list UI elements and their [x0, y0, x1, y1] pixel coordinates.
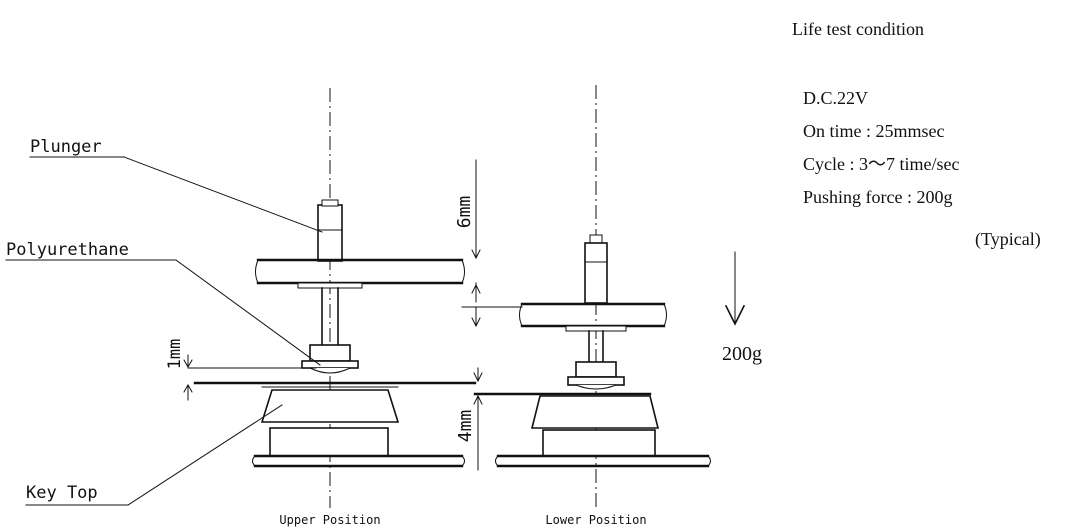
lower-frame-break-left	[519, 303, 523, 327]
dim-4mm-arrow-up	[473, 394, 483, 405]
upper-pad-bottom	[309, 367, 351, 374]
life-test-conditions: Life test condition D.C.22V On time : 25…	[792, 19, 1041, 250]
upper-frame-break-right	[461, 259, 465, 284]
conditions-pushing-force: Pushing force : 200g	[803, 187, 952, 207]
key-top-leader	[127, 404, 283, 506]
dim-4mm-arrow-down	[473, 372, 483, 383]
upper-position-caption: Upper Position	[279, 513, 380, 527]
lower-position-assembly	[473, 85, 711, 508]
upper-plunger-tip	[321, 199, 339, 207]
upper-position-assembly	[193, 88, 477, 508]
lower-plunger-head	[584, 242, 608, 304]
key-top-label: Key Top	[26, 483, 98, 503]
lower-nut	[575, 361, 617, 378]
conditions-cycle: Cycle : 3～7 time/sec	[803, 154, 959, 174]
polyurethane-leader	[175, 259, 321, 366]
leader-labels: Plunger Polyurethane Key Top	[5, 137, 323, 506]
lower-position-caption: Lower Position	[545, 513, 646, 527]
upper-polyurethane-pad	[301, 360, 359, 369]
lower-keytop-stem	[542, 429, 656, 457]
conditions-on-time: On time : 25mmsec	[803, 121, 944, 141]
plunger-leader	[123, 156, 323, 233]
conditions-title: Life test condition	[792, 19, 924, 39]
dimensions: 6mm 1mm 4mm	[165, 159, 523, 471]
conditions-note: (Typical)	[975, 229, 1041, 250]
dim-4mm-label: 4mm	[455, 410, 476, 443]
upper-nut	[309, 344, 351, 362]
upper-base-break-right	[461, 455, 465, 467]
dim-6mm-bottom-arrow	[471, 317, 481, 328]
dim-1mm-arrow-down	[183, 359, 193, 369]
dim-6mm-arrow-down	[471, 249, 481, 260]
force-indicator: 200g	[722, 251, 762, 365]
lower-base-break-right	[707, 455, 711, 467]
force-arrow-head	[724, 304, 746, 326]
polyurethane-label: Polyurethane	[6, 240, 129, 260]
upper-frame-break-left	[255, 259, 259, 284]
dim-6mm-arrow-up	[471, 283, 481, 294]
upper-keytop-stem	[269, 427, 389, 457]
dim-6mm-label: 6mm	[454, 196, 475, 229]
dim-1mm-label: 1mm	[165, 339, 185, 370]
plunger-label: Plunger	[30, 137, 102, 157]
lower-plunger-tip	[589, 234, 603, 244]
lower-frame-break-right	[663, 303, 667, 327]
lower-polyurethane-pad	[567, 376, 625, 386]
force-label: 200g	[722, 343, 762, 365]
upper-keytop-body	[260, 389, 400, 423]
lower-base-break-left	[495, 455, 499, 467]
upper-base-break-left	[252, 455, 256, 467]
lower-keytop-body	[530, 395, 660, 429]
upper-plunger-head	[317, 204, 343, 262]
lower-washer-top	[565, 325, 627, 332]
lower-pad-bottom	[575, 384, 617, 390]
upper-washer-top	[297, 282, 363, 289]
conditions-voltage: D.C.22V	[803, 88, 868, 108]
dim-1mm-arrow-up	[183, 383, 193, 393]
